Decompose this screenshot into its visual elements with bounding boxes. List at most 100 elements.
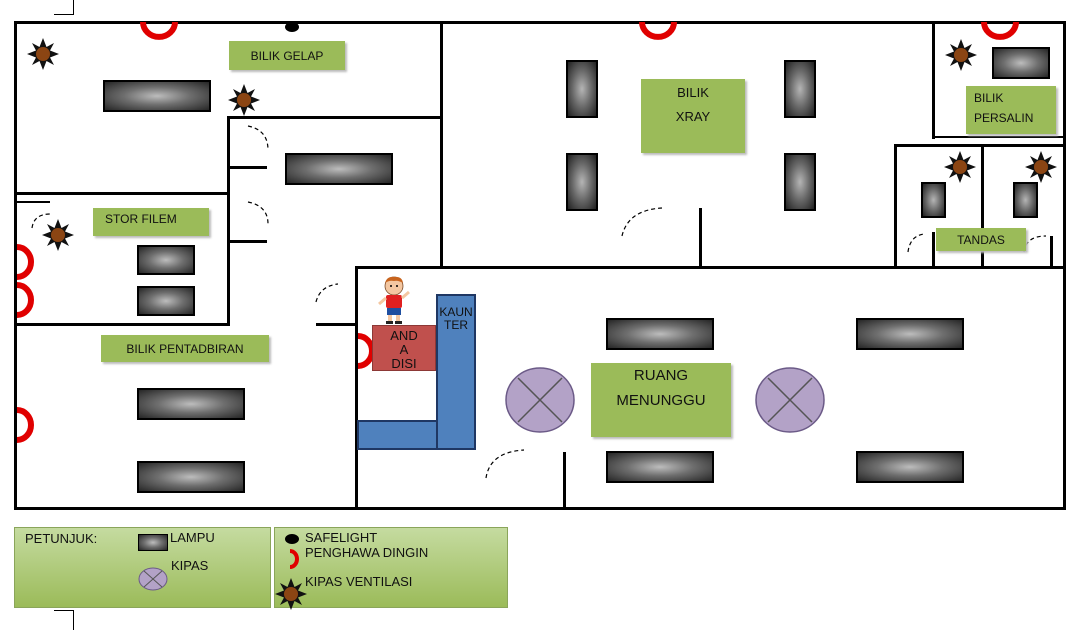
air-conditioner-icon (981, 21, 1019, 40)
kaunter-counter: KAUNTER (436, 294, 476, 450)
air-conditioner-icon (357, 333, 375, 369)
outer-wall-right (1063, 21, 1066, 510)
door-swing (31, 213, 51, 229)
lamp-icon (138, 534, 168, 551)
kaunter-label: KAUNTER (439, 305, 473, 332)
ventilation-fan-icon (42, 219, 74, 251)
room-label-bilik-gelap: BILIK GELAP (229, 41, 345, 70)
lamp-icon (921, 182, 946, 218)
safelight-icon (285, 22, 299, 32)
lamp-icon (285, 153, 393, 185)
corner-mark (73, 0, 74, 15)
legend-kipas-ventilasi: KIPAS VENTILASI (305, 574, 413, 589)
legend-panel-right: SAFELIGHT PENGHAWA DINGIN KIPAS VENTILAS… (274, 527, 508, 610)
lamp-icon (137, 245, 195, 275)
room-label-bilik-persalin-line1: BILIK (974, 91, 1004, 105)
door-swing (247, 201, 269, 225)
door-swing (315, 283, 339, 303)
room-label-bilik-pentadbiran: BILIK PENTADBIRAN (101, 335, 269, 362)
lamp-icon (992, 47, 1050, 79)
lamp-icon (856, 451, 964, 483)
room-label-ruang-menunggu: RUANG MENUNGGU (591, 363, 731, 437)
air-conditioner-icon (16, 244, 34, 280)
lamp-icon (137, 388, 245, 420)
ventilation-fan-icon (944, 151, 976, 183)
wall (227, 116, 230, 326)
corner-mark (54, 14, 74, 15)
door-swing (907, 233, 925, 253)
wall (894, 144, 1066, 147)
outer-wall-left (14, 21, 17, 510)
legend-title: PETUNJUK: (25, 531, 98, 546)
you-are-here-line2: A (399, 342, 409, 357)
you-are-here-line1: AND (390, 328, 418, 343)
door-swing (485, 449, 525, 479)
room-label-tandas: TANDAS (936, 228, 1026, 251)
wall (14, 192, 228, 195)
wall (14, 201, 50, 203)
lamp-icon (137, 286, 195, 316)
wall (932, 232, 935, 268)
ventilation-fan-icon (275, 578, 307, 610)
outer-wall-top (14, 21, 1066, 24)
wall (563, 452, 566, 510)
ventilation-fan-icon (1025, 151, 1057, 183)
wall (981, 144, 984, 268)
room-label-bilik-xray-line1: BILIK (677, 85, 709, 100)
air-conditioner-icon (289, 549, 299, 569)
air-conditioner-icon (16, 407, 34, 443)
wall (227, 116, 443, 119)
lamp-icon (784, 153, 816, 211)
wall (1050, 236, 1053, 268)
room-label-ruang-menunggu-line1: RUANG (633, 367, 689, 384)
wall (440, 21, 443, 268)
lamp-icon (566, 60, 598, 118)
door-swing (247, 125, 269, 151)
you-are-here-box: AND A DISI (372, 325, 436, 371)
wall (355, 266, 1066, 269)
room-label-bilik-persalin: BILIK PERSALIN (966, 86, 1056, 134)
legend-kipas: KIPAS (171, 558, 209, 573)
room-label-bilik-persalin-line2: PERSALIN (974, 111, 1034, 125)
counter-extension (357, 420, 438, 450)
lamp-icon (103, 80, 211, 112)
wall (316, 323, 356, 326)
lamp-icon (137, 461, 245, 493)
legend-penghawa-dingin: PENGHAWA DINGIN (305, 545, 429, 560)
air-conditioner-icon (16, 282, 34, 318)
lamp-icon (606, 451, 714, 483)
room-label-ruang-menunggu-line2: MENUNGGU (616, 392, 706, 409)
wall (935, 136, 1063, 138)
air-conditioner-icon (639, 21, 677, 40)
corner-mark (73, 610, 74, 630)
lamp-icon (784, 60, 816, 118)
legend-safelight: SAFELIGHT (305, 530, 378, 545)
ventilation-fan-icon (228, 84, 260, 116)
wall (14, 323, 230, 326)
room-label-bilik-xray: BILIK XRAY (641, 79, 745, 153)
wall (229, 166, 267, 169)
legend-panel-left: PETUNJUK: LAMPU KIPAS (14, 527, 271, 608)
person-icon (378, 276, 410, 324)
door-swing (621, 207, 663, 237)
ceiling-fan-icon (755, 367, 825, 433)
outer-wall-bottom (14, 507, 1066, 510)
room-label-bilik-xray-line2: XRAY (675, 109, 711, 124)
corner-mark (54, 610, 74, 611)
lamp-icon (1013, 182, 1038, 218)
wall (229, 240, 267, 243)
wall (932, 21, 935, 139)
room-label-stor-filem: STOR FILEM (93, 208, 209, 236)
lamp-icon (606, 318, 714, 350)
wall (894, 144, 897, 268)
you-are-here-line3: DISI (391, 356, 417, 371)
safelight-icon (285, 534, 299, 544)
wall (355, 266, 358, 510)
ceiling-fan-icon (505, 367, 575, 433)
air-conditioner-icon (140, 21, 178, 40)
lamp-icon (566, 153, 598, 211)
ventilation-fan-icon (27, 38, 59, 70)
ceiling-fan-icon (138, 567, 168, 591)
ventilation-fan-icon (945, 39, 977, 71)
